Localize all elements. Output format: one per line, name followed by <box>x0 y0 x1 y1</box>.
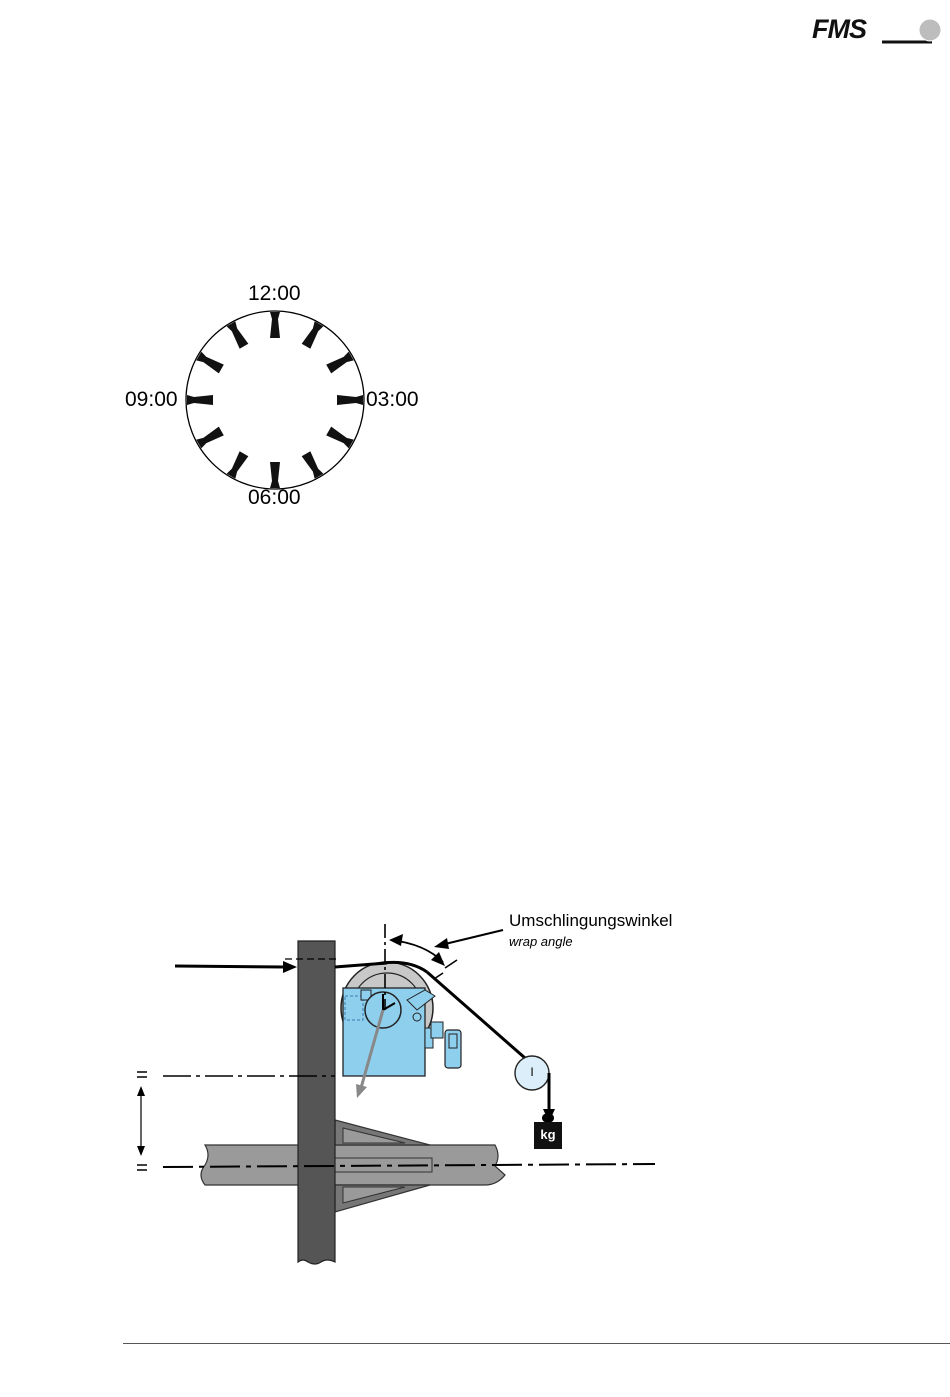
clock-position-marker <box>270 462 280 488</box>
vertical-frame <box>298 941 335 1264</box>
clock-position-marker <box>227 451 249 479</box>
clock-position-marker <box>196 427 224 449</box>
clock-position-marker <box>227 321 249 349</box>
wrap-angle-svg <box>125 900 685 1280</box>
clock-position-marker <box>337 395 363 405</box>
mounting-position-clock: 12:00 03:00 06:00 09:00 <box>120 275 440 515</box>
clock-label-6: 06:00 <box>248 486 301 510</box>
deflection-roller-label: I <box>525 1065 539 1079</box>
weight-label: kg <box>534 1127 562 1142</box>
fms-logo: FMS <box>810 12 945 46</box>
web-incoming <box>175 966 285 967</box>
wrap-angle-drawing: Umschlingungswinkel wrap angle I kg <box>125 900 685 1280</box>
clock-position-marker <box>302 451 324 479</box>
clock-position-marker <box>196 352 224 374</box>
logo-text: FMS <box>812 12 866 46</box>
clock-position-marker <box>270 312 280 338</box>
web-outgoing <box>427 972 525 1058</box>
wrap-angle-label-en: wrap angle <box>509 934 573 949</box>
clock-label-12: 12:00 <box>248 282 301 306</box>
clock-position-marker <box>302 321 324 349</box>
fms-logo-icon <box>880 16 945 46</box>
footer-rule <box>123 1343 950 1344</box>
clock-position-marker <box>326 352 354 374</box>
clock-position-marker <box>187 395 213 405</box>
clock-position-marker <box>326 427 354 449</box>
wrap-angle-label-de: Umschlingungswinkel <box>509 911 672 931</box>
clock-label-3: 03:00 <box>366 388 419 412</box>
clock-label-9: 09:00 <box>125 388 178 412</box>
